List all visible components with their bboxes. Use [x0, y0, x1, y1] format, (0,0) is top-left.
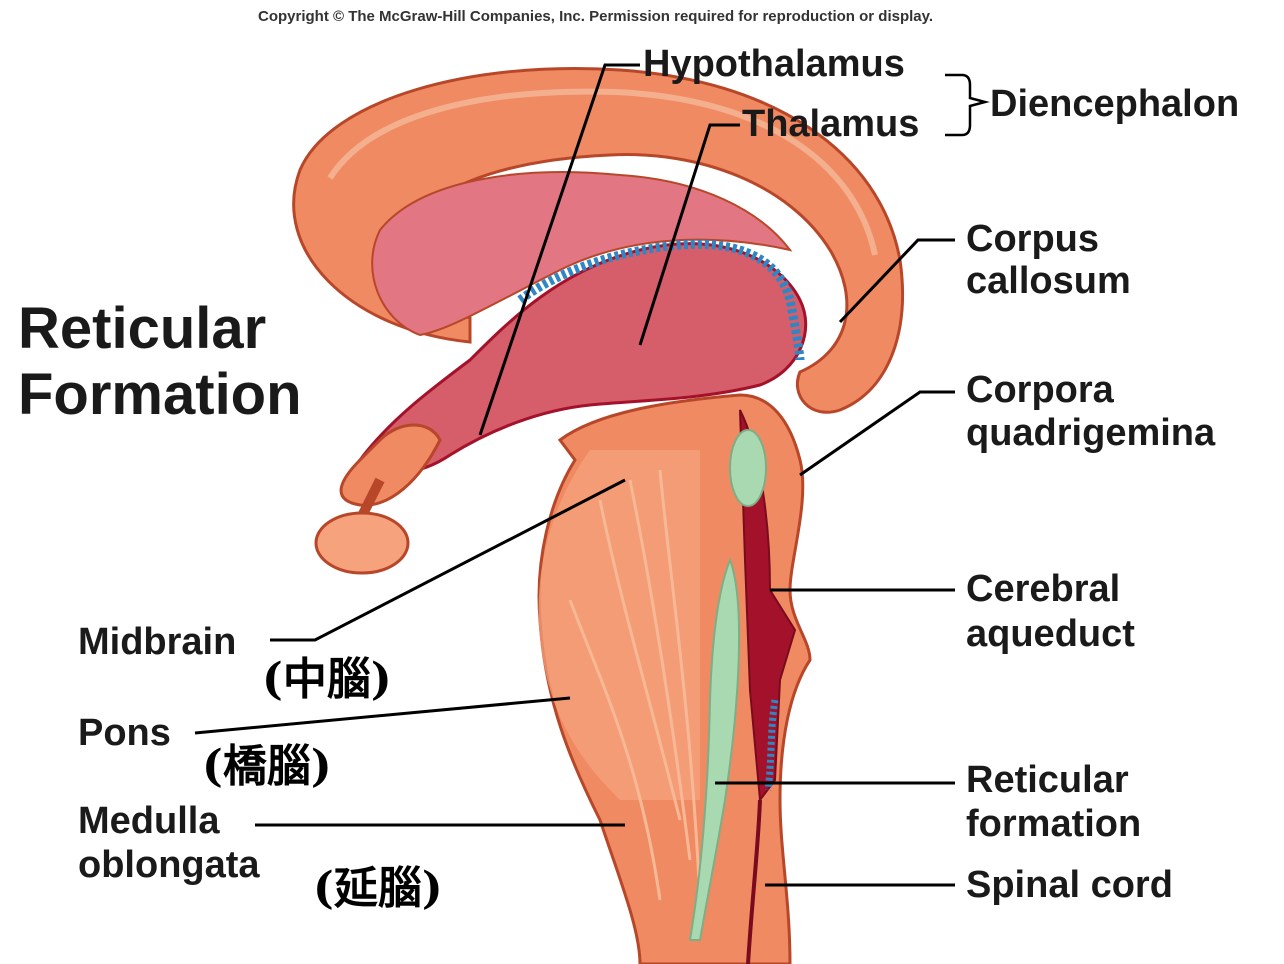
- diencephalon-bracket: [945, 75, 985, 135]
- label-corpora-1: Corpora: [966, 368, 1114, 412]
- label-midbrain-chinese: (中腦): [262, 655, 392, 705]
- hypothalamus-region: [341, 425, 440, 505]
- label-midbrain: Midbrain: [78, 620, 236, 664]
- label-reticular-2: formation: [966, 802, 1141, 846]
- label-spinal-cord: Spinal cord: [966, 863, 1173, 907]
- label-hypothalamus: Hypothalamus: [643, 42, 905, 86]
- label-corpus-callosum-2: callosum: [966, 259, 1131, 303]
- label-pons: Pons: [78, 711, 171, 755]
- label-medulla-2: oblongata: [78, 843, 260, 887]
- copyright-notice: Copyright © The McGraw-Hill Companies, I…: [258, 8, 933, 25]
- title-line-1: Reticular: [18, 296, 302, 362]
- label-reticular-1: Reticular: [966, 758, 1129, 802]
- label-cerebral-2: aqueduct: [966, 612, 1135, 656]
- label-pons-chinese: (橋腦): [202, 742, 332, 792]
- label-medulla-chinese: (延腦): [313, 864, 443, 914]
- label-medulla-1: Medulla: [78, 799, 219, 843]
- title-line-2: Formation: [18, 362, 302, 428]
- diagram-title: Reticular Formation: [18, 296, 302, 428]
- pituitary-gland: [316, 513, 408, 573]
- label-corpus-callosum-1: Corpus: [966, 217, 1099, 261]
- label-thalamus: Thalamus: [742, 102, 919, 146]
- label-cerebral-1: Cerebral: [966, 567, 1120, 611]
- label-diencephalon: Diencephalon: [990, 82, 1239, 126]
- label-corpora-2: quadrigemina: [966, 411, 1215, 455]
- corpora-quadrigemina-shape: [730, 430, 766, 506]
